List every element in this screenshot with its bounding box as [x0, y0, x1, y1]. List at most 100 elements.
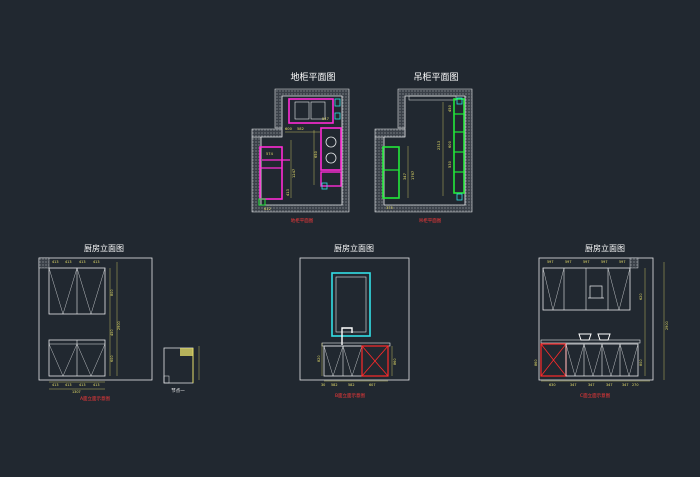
- dim-label: 860: [393, 359, 397, 365]
- caption-elevation-middle: B面立面示意图: [335, 392, 366, 399]
- wall-plan-top-strip: [408, 95, 457, 101]
- dim-label: 597: [583, 260, 589, 264]
- cyan-marker-2: [456, 193, 463, 201]
- dim-label: 800: [639, 360, 643, 366]
- dim-label: 820: [317, 356, 321, 362]
- dim-label: 582: [297, 127, 304, 131]
- dim-label: 375: [386, 206, 393, 210]
- dim-label: 630: [549, 383, 555, 387]
- tap-marker: [334, 98, 341, 107]
- elevation-middle: 582 582 607 30 820 860 B面立面示意图: [299, 257, 410, 399]
- ceiling-hatch: [629, 257, 639, 269]
- sink-basin: [294, 101, 310, 120]
- title-base-plan: 地柜平面图: [290, 71, 335, 83]
- dim-label: 620: [639, 294, 643, 300]
- title-elevation-middle: 厨房立面图: [334, 243, 374, 253]
- caption-wall-plan: 吊柜平面图: [419, 217, 442, 224]
- cyan-marker: [334, 112, 341, 120]
- elevation-middle-wall: [299, 257, 410, 381]
- dim-label: 347: [606, 383, 612, 387]
- dim-label: 347: [570, 383, 576, 387]
- dim-label: 860: [534, 360, 538, 366]
- base-plan-left-cabinet: [259, 146, 283, 200]
- dim-label: 413: [52, 260, 58, 264]
- base-plan-wall-left: [251, 128, 283, 138]
- stove-burner-icon-2: [325, 152, 337, 164]
- caption-elevation-right: C面立面示意图: [580, 392, 611, 399]
- countertop: [540, 339, 641, 344]
- elevation-right: 597 597 597 597 597 630 347 347 347 347 …: [534, 257, 669, 399]
- dim-label: 413: [65, 383, 71, 387]
- wall-plan-outline: [383, 95, 466, 206]
- dim-label: 413: [286, 189, 290, 196]
- dim-label: 1247: [292, 169, 296, 178]
- dim-label: 413: [79, 260, 85, 264]
- title-elevation-left: 厨房立面图: [84, 243, 124, 253]
- wall-cabinet-plan: 2313 1767 450 600 530 347 375 吊柜平面图: [374, 88, 473, 224]
- cyan-marker-2: [321, 182, 328, 190]
- dim-label: 2313: [437, 141, 441, 150]
- base-plan-counter: [260, 95, 343, 206]
- dim-label: 600: [110, 356, 114, 362]
- dim-label: 800: [110, 290, 114, 296]
- caption-node: 节点一: [171, 388, 185, 394]
- dim-label: 597: [601, 260, 607, 264]
- dim-label: 1307: [72, 390, 81, 394]
- dim-label: 270: [632, 383, 638, 387]
- caption-base-plan: 地柜平面图: [291, 217, 314, 224]
- sink-basin-2: [310, 101, 326, 120]
- dim-label: 30: [321, 383, 325, 387]
- dim-label: 347: [588, 383, 594, 387]
- dim-label: 413: [93, 383, 99, 387]
- ceiling-hatch: [38, 257, 50, 269]
- dim-label: 413: [79, 383, 85, 387]
- base-plan-sink-cabinet: [288, 98, 334, 124]
- faucet-icon: [341, 327, 353, 345]
- wall-plan-right-cabinets: [453, 98, 465, 194]
- dim-label: 582: [348, 383, 354, 387]
- dim-label: 413: [52, 383, 58, 387]
- dim-label: 574: [266, 152, 274, 156]
- base-plan-stove-cabinet: [320, 127, 342, 171]
- upper-cabinets: [542, 267, 631, 311]
- title-wall-plan: 吊柜平面图: [413, 71, 458, 83]
- fridge-marker: [258, 198, 266, 206]
- elevation-left-wall: [38, 257, 153, 381]
- dim-label: 597: [619, 260, 625, 264]
- dim-label: 582: [331, 383, 337, 387]
- caption-elevation-left: A面立面示意图: [80, 395, 111, 402]
- dim-label: 2900: [665, 321, 669, 330]
- kettle-icon: [597, 333, 611, 341]
- dim-label: 547: [322, 117, 329, 121]
- dim-label: 450: [448, 104, 452, 112]
- dim-label: 612: [264, 207, 271, 211]
- dim-label: 450: [110, 330, 114, 336]
- dim-label: 607: [369, 383, 375, 387]
- title-elevation-right: 厨房立面图: [585, 243, 625, 253]
- dim-label: 600: [285, 127, 293, 131]
- dim-label: 600: [448, 140, 452, 148]
- dim-label: 2900: [117, 321, 121, 330]
- stove-burner-icon: [325, 136, 337, 148]
- range-hood-icon: [588, 285, 604, 299]
- node-detail: 节点一: [163, 346, 200, 394]
- cyan-marker: [456, 97, 463, 105]
- dim-label: 347: [622, 383, 628, 387]
- base-plan-walls: [251, 88, 350, 213]
- wall-plan-wall-left: [374, 128, 406, 138]
- dim-label: 650: [314, 150, 318, 158]
- window-frame: [331, 272, 371, 337]
- base-plan-corner-cabinet: [320, 171, 342, 187]
- dim-label: 530: [448, 160, 452, 168]
- dim-label: 347: [403, 173, 407, 180]
- wall-plan-left-cabinets: [382, 146, 400, 199]
- pot-icon: [578, 333, 592, 341]
- dim-label: 413: [65, 260, 71, 264]
- elevation-right-wall: [538, 257, 654, 381]
- appliance-box: [361, 345, 389, 377]
- dim-label: 597: [565, 260, 571, 264]
- dim-label: 597: [547, 260, 553, 264]
- elevation-left: 413 413 413 413 413 413 413 413 1307 800…: [38, 257, 153, 402]
- dim-label: 1767: [411, 171, 415, 180]
